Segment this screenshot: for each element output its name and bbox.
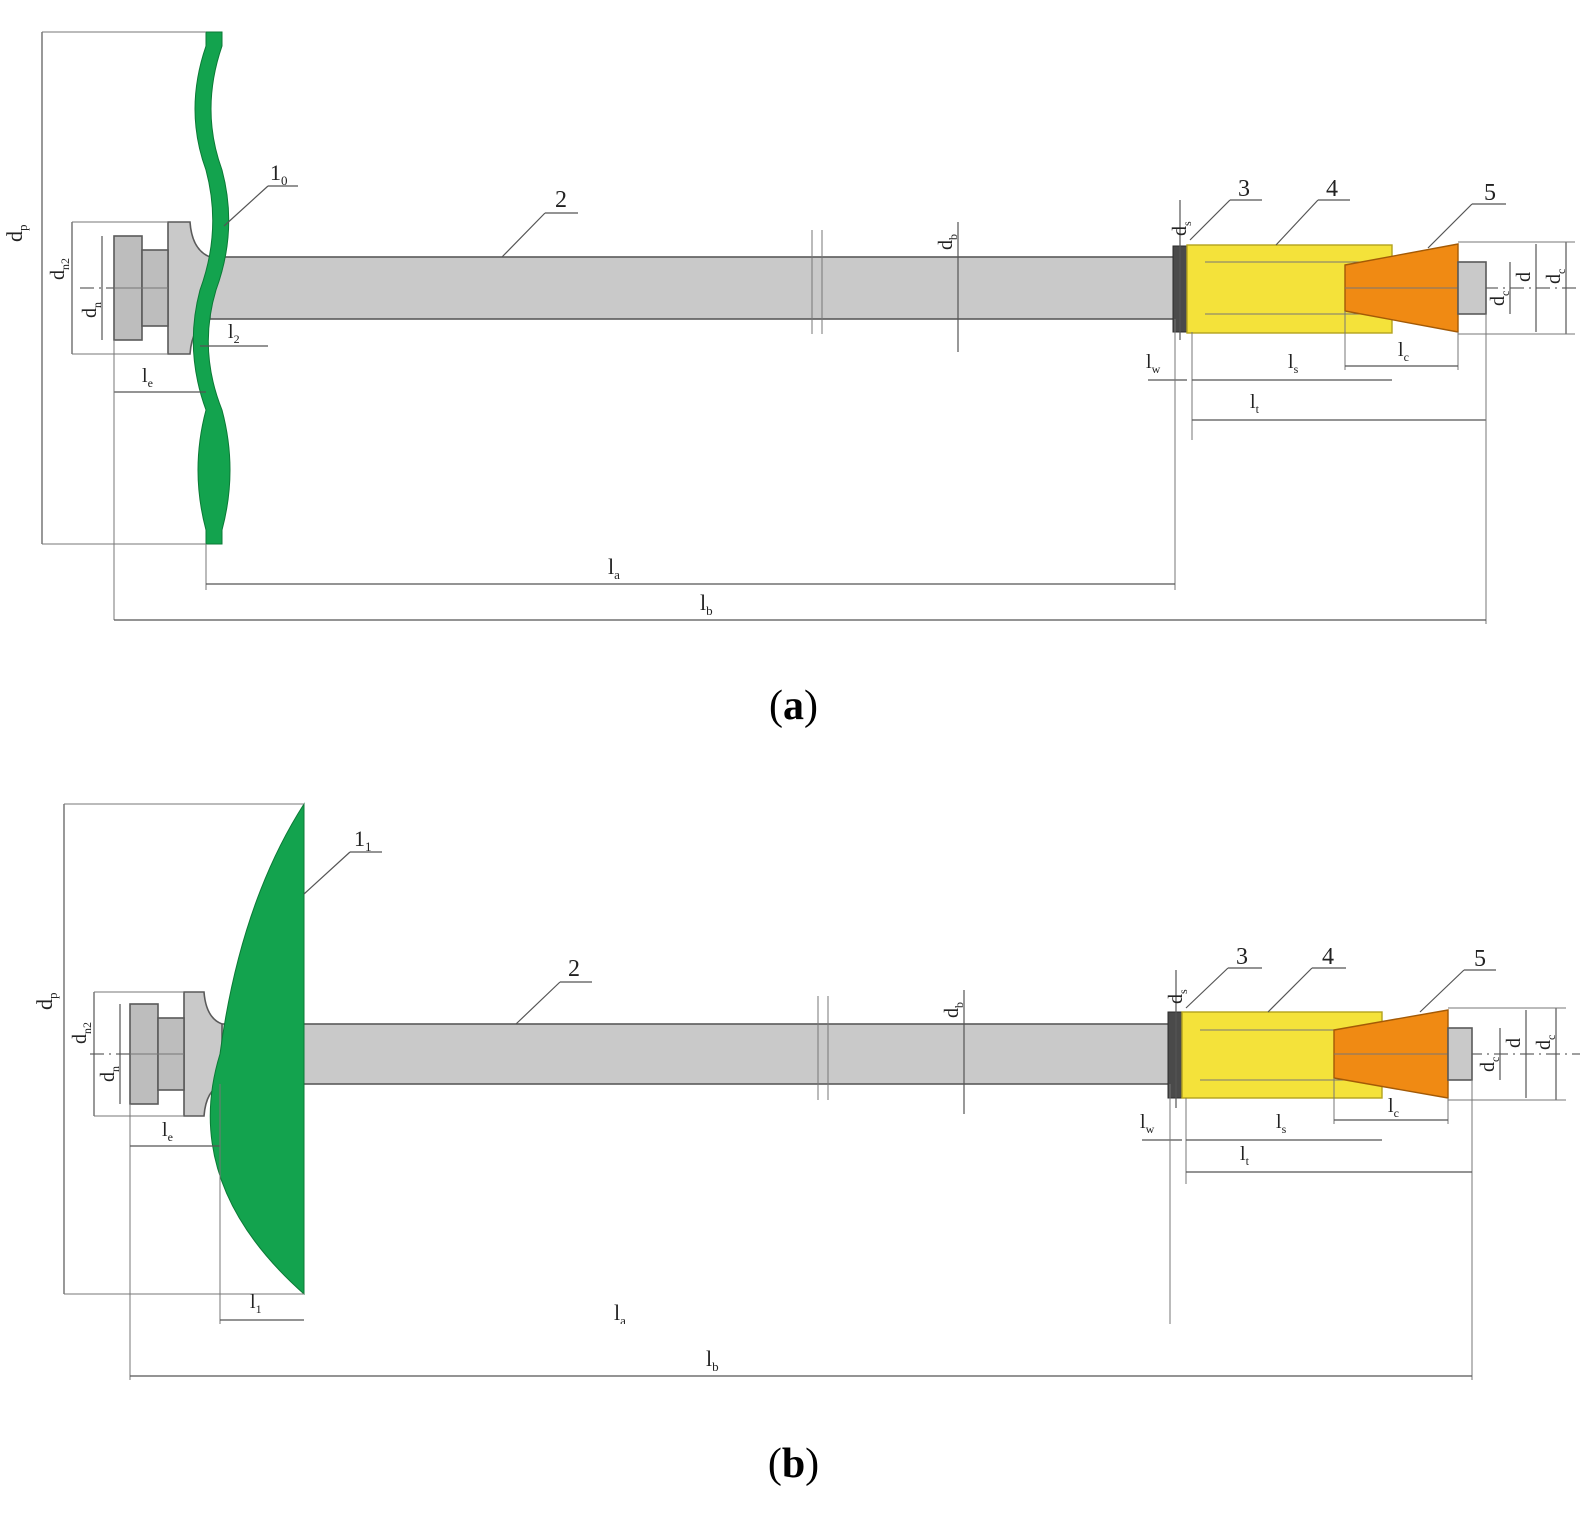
label-dright: dc xyxy=(1543,269,1568,284)
label-part-5: 5 xyxy=(1484,180,1496,206)
label-part-1-0: 10 xyxy=(270,160,288,188)
label-part-4: 4 xyxy=(1326,176,1338,202)
label-lw: lw xyxy=(1140,1111,1155,1136)
leader-rod xyxy=(515,981,561,1025)
label-l1: l1 xyxy=(250,1291,262,1316)
figure-panel-b: dp dn2 dn 11 le l1 2 db ds 3 4 5 dc d dc… xyxy=(0,764,1587,1324)
label-part-2: 2 xyxy=(568,956,580,982)
rod-tip xyxy=(1447,1027,1473,1081)
leader-rod xyxy=(501,212,546,258)
label-le: le xyxy=(162,1119,173,1144)
label-ds: ds xyxy=(1169,221,1194,236)
bearing-plate-wavy xyxy=(192,31,231,545)
label-lw: lw xyxy=(1146,351,1161,376)
caption-a: (a) xyxy=(769,683,818,729)
label-ls: ls xyxy=(1276,1111,1287,1136)
leader-sleeve xyxy=(1275,199,1319,246)
leader-plate xyxy=(303,851,351,895)
figure-panel-a: dp dn2 dn 10 l2 le 2 db ds 3 4 5 dc d dc… xyxy=(0,0,1587,700)
label-d: d xyxy=(1513,272,1535,282)
label-d: d xyxy=(1503,1038,1525,1048)
leader-washer xyxy=(1185,967,1229,1009)
label-lb: lb xyxy=(700,590,713,618)
label-ls: ls xyxy=(1288,351,1299,376)
label-db: db xyxy=(941,1002,966,1018)
label-dc: dc xyxy=(1477,1057,1502,1072)
label-dn: dn xyxy=(97,1066,122,1082)
label-dright: dc xyxy=(1533,1035,1558,1050)
label-l2: l2 xyxy=(228,321,240,346)
leader-cone xyxy=(1427,203,1473,249)
label-le: le xyxy=(142,365,153,390)
bearing-plate-curved xyxy=(209,802,305,1296)
label-db: db xyxy=(935,234,960,250)
rod-body xyxy=(194,256,1176,320)
leader-plate xyxy=(223,185,269,227)
label-part-5: 5 xyxy=(1474,946,1486,972)
label-la: la xyxy=(614,1300,626,1324)
leader-washer xyxy=(1189,199,1231,241)
label-part-1-1: 11 xyxy=(354,826,372,854)
label-dp: dp xyxy=(2,225,30,243)
panel-b-lb-dimension: lb xyxy=(129,1324,1473,1380)
label-dp: dp xyxy=(32,993,60,1011)
label-lt: lt xyxy=(1250,391,1260,416)
label-ds: ds xyxy=(1165,989,1190,1004)
label-part-2: 2 xyxy=(555,187,567,213)
label-lt: lt xyxy=(1240,1143,1250,1168)
label-lc: lc xyxy=(1388,1095,1399,1120)
label-part-3: 3 xyxy=(1236,944,1248,970)
label-part-3: 3 xyxy=(1238,176,1250,202)
caption-b: (b) xyxy=(767,1441,820,1487)
label-lc: lc xyxy=(1398,339,1409,364)
label-dn2: dn2 xyxy=(47,258,72,280)
anchor-drawing-b: dp dn2 dn 11 le l1 2 db ds 3 4 5 dc d dc… xyxy=(32,802,1580,1324)
anchor-drawing-a: dp dn2 dn 10 l2 le 2 db ds 3 4 5 dc d dc… xyxy=(2,31,1580,624)
label-la: la xyxy=(608,554,620,582)
rod-body xyxy=(209,1023,1171,1085)
label-lb: lb xyxy=(706,1346,719,1374)
label-dn: dn xyxy=(79,302,104,318)
rod-tip xyxy=(1457,261,1487,315)
label-dn2: dn2 xyxy=(69,1022,94,1044)
leader-cone xyxy=(1419,969,1465,1013)
label-part-4: 4 xyxy=(1322,944,1334,970)
leader-sleeve xyxy=(1267,967,1313,1013)
label-dc: dc xyxy=(1487,291,1512,306)
